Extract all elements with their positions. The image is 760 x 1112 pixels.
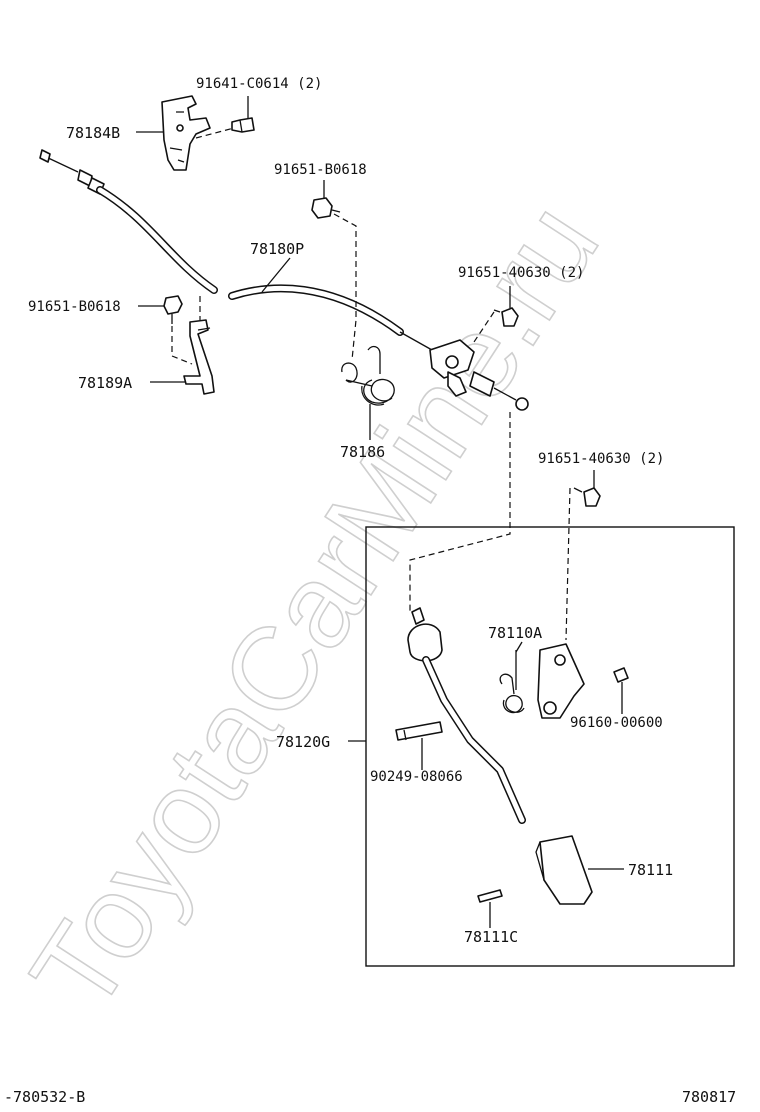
bushing-96160-00600 bbox=[613, 667, 629, 683]
pedal-lever-78120G bbox=[407, 607, 526, 824]
dash-91651-40630-a bbox=[473, 311, 495, 343]
bolt-91651-B0618-top bbox=[311, 197, 341, 219]
label-78110A: 78110A bbox=[488, 624, 542, 642]
footer-left: -780532-B bbox=[4, 1088, 85, 1106]
leader-78180P bbox=[261, 257, 291, 293]
label-91651-40630-a: 91651-40630 (2) bbox=[458, 265, 584, 281]
bolt-91651-40630-a bbox=[493, 307, 519, 327]
dash-91641 bbox=[195, 127, 235, 139]
label-90249-08066: 90249-08066 bbox=[370, 769, 463, 785]
bolt-91651-B0618-left bbox=[163, 295, 183, 324]
pin-90249-08066 bbox=[395, 721, 443, 741]
label-78184B: 78184B bbox=[66, 124, 120, 142]
label-78186: 78186 bbox=[340, 443, 385, 461]
label-91651-40630-b: 91651-40630 (2) bbox=[538, 451, 664, 467]
spring-78186 bbox=[341, 345, 395, 406]
label-96160-00600: 96160-00600 bbox=[570, 715, 663, 731]
dash-91651-40630-b bbox=[565, 487, 571, 641]
label-78111C: 78111C bbox=[464, 928, 518, 946]
bolt-91651-40630-b bbox=[573, 487, 601, 507]
label-91641-C0614: 91641-C0614 (2) bbox=[196, 76, 322, 92]
label-78120G: 78120G bbox=[276, 733, 330, 751]
bracket-78110A bbox=[537, 643, 585, 719]
leader-78110A bbox=[515, 641, 523, 653]
dash-91651-top bbox=[333, 213, 357, 361]
cable-78180P bbox=[39, 149, 529, 411]
bracket-78184B bbox=[161, 95, 211, 171]
footer-right: 780817 bbox=[682, 1088, 736, 1106]
clip-78111C bbox=[477, 889, 503, 903]
label-78111: 78111 bbox=[628, 861, 673, 879]
label-91651-B0618-top: 91651-B0618 bbox=[274, 162, 367, 178]
bolt-91641-C0614 bbox=[231, 117, 255, 133]
dash-cable-to-pedal bbox=[409, 412, 511, 614]
dash-91651-left bbox=[171, 326, 193, 365]
label-91651-B0618-left: 91651-B0618 bbox=[28, 299, 121, 315]
label-78189A: 78189A bbox=[78, 374, 132, 392]
bracket-78189A bbox=[183, 319, 215, 395]
pedal-assembly-box bbox=[365, 526, 735, 967]
pedal-pad-78111 bbox=[535, 835, 593, 905]
label-78180P: 78180P bbox=[250, 240, 304, 258]
spring-78110A bbox=[499, 650, 525, 714]
